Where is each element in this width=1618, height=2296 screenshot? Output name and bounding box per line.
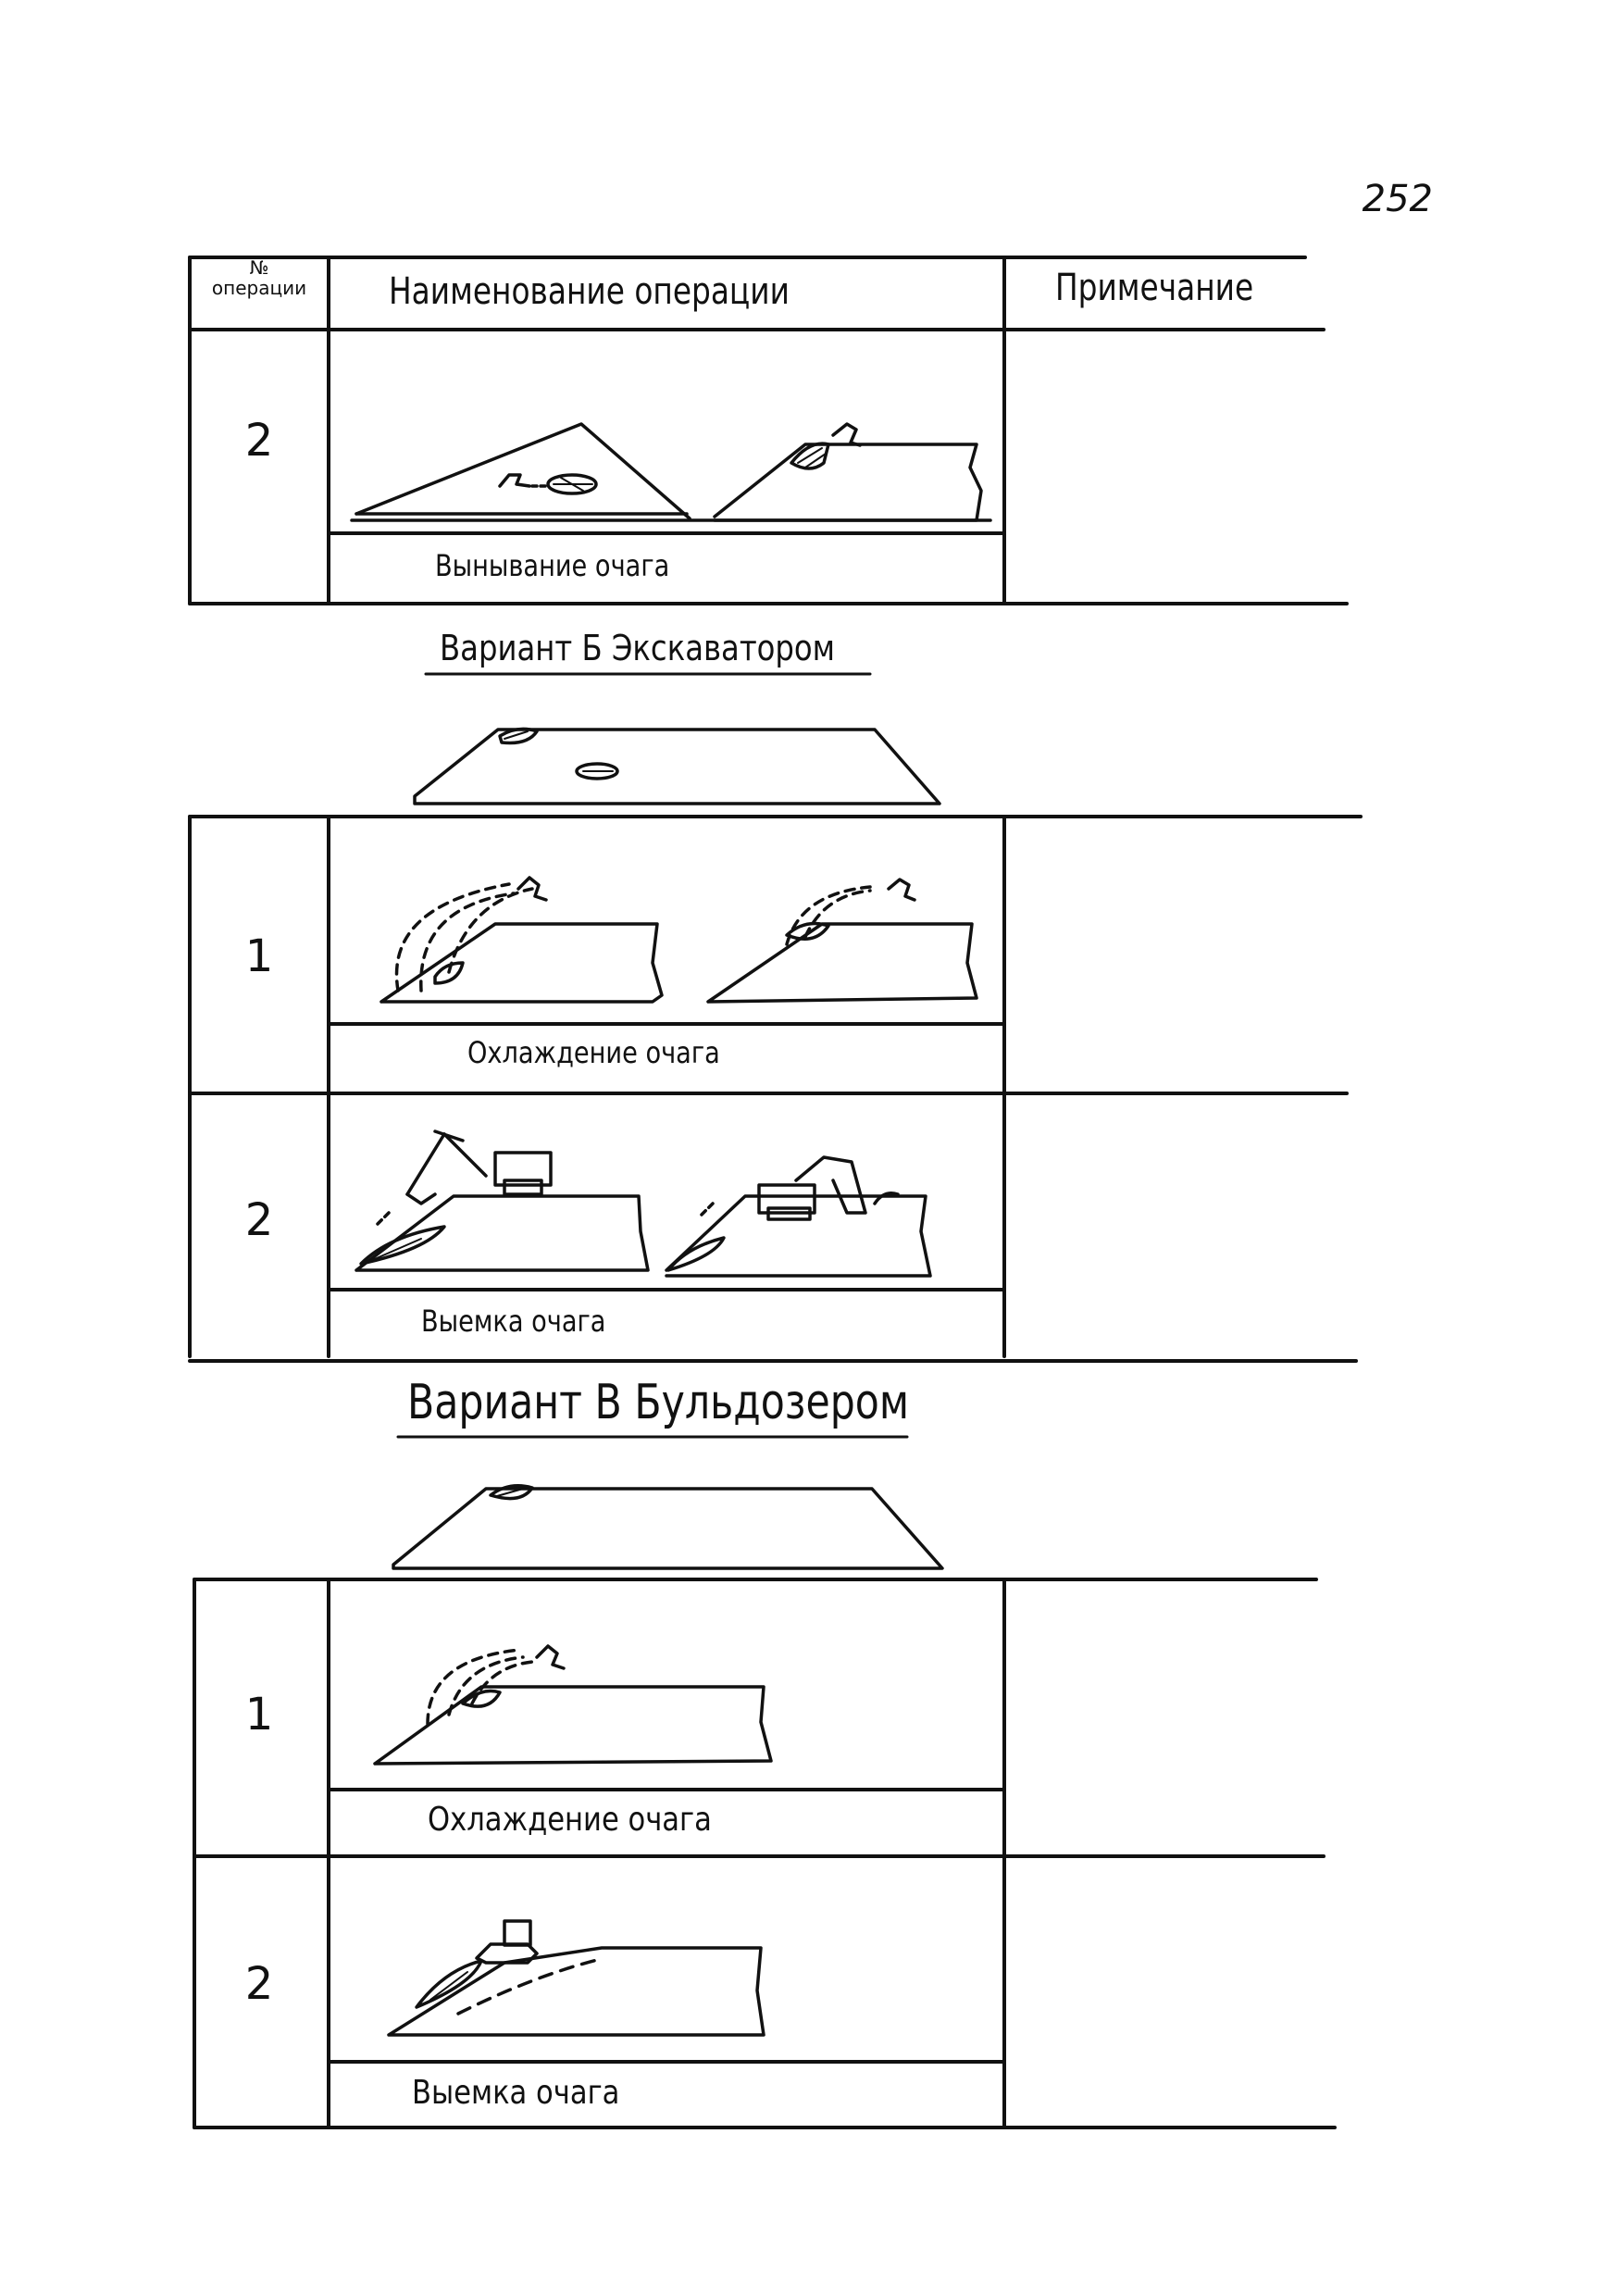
- op-caption: Вынывание очага: [435, 548, 669, 583]
- bulldozer-drawing-v: [389, 1921, 764, 2035]
- op-caption: Выемка очага: [421, 1304, 605, 1339]
- excavation-drawing: [352, 424, 990, 520]
- op-number: 1: [194, 1689, 324, 1741]
- op-number: 2: [194, 415, 324, 467]
- op-number-label: операции: [190, 278, 329, 298]
- op-number-header: № операции: [190, 257, 329, 298]
- cooling-drawing-v: [375, 1646, 771, 1764]
- table-3-grid: [194, 1579, 1335, 2128]
- op-name-header: Наименование операции: [389, 270, 790, 313]
- op-caption: Охлаждение очага: [467, 1035, 720, 1070]
- op-number: 2: [194, 1958, 324, 2010]
- variant-v-title: Вариант В Бульдозером: [407, 1375, 909, 1430]
- cooling-drawing-b: [381, 878, 977, 1002]
- op-caption: Выемка очага: [412, 2074, 619, 2112]
- op-number: 2: [194, 1194, 324, 1246]
- op-caption: Охлаждение очага: [428, 1801, 712, 1839]
- excavation-drawing-b: [356, 1131, 930, 1276]
- embankment-b: [415, 729, 940, 804]
- table-2-grid: [190, 817, 1361, 1361]
- op-number: 1: [194, 930, 324, 982]
- variant-b-title: Вариант Б Экскаватором: [440, 628, 835, 668]
- op-number-symbol: №: [190, 257, 329, 278]
- embankment-v: [393, 1486, 942, 1568]
- note-header: Примечание: [1055, 267, 1253, 309]
